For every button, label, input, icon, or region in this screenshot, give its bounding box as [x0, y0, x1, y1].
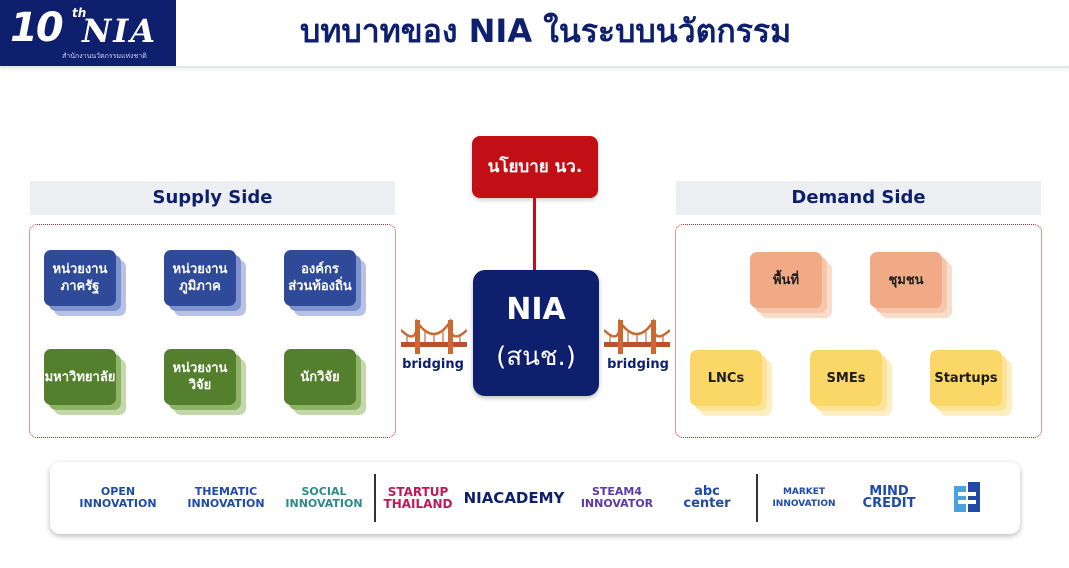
- policy-box: นโยบาย นว.: [472, 136, 598, 198]
- logo-subtitle: สำนักงานนวัตกรรมแห่งชาติ: [62, 52, 147, 60]
- supply-item-regional: หน่วยงาน ภูมิภาค: [164, 250, 246, 316]
- supply-side-title: Supply Side: [30, 181, 395, 215]
- bridge-right-icon: [604, 317, 670, 354]
- bridge-right-label: bridging: [607, 357, 669, 372]
- open-innovation-logo: OPEN INNOVATION: [79, 485, 157, 510]
- nia-name: NIA: [506, 292, 566, 327]
- abc-center-logo: abc center: [683, 484, 731, 511]
- demand-item-community: ชุมชน: [870, 252, 952, 318]
- policy-connector: [533, 198, 536, 270]
- logo-name: NIA: [82, 12, 158, 50]
- mind-credit-logo: MIND CREDIT: [862, 484, 916, 511]
- demand-side-title: Demand Side: [676, 181, 1041, 215]
- steam4-innovator-logo: STEAM4 INNOVATOR: [580, 485, 654, 510]
- nia-center-box: NIA (สนช.): [473, 270, 599, 396]
- supply-item-local-org: องค์กร ส่วนท้องถิ่น: [284, 250, 366, 316]
- demand-item-smes: SMEs: [810, 350, 892, 416]
- market-innovation-logo: MARKET INNOVATION: [772, 487, 836, 509]
- bridge-left-label: bridging: [402, 357, 464, 372]
- bridge-left-icon: [401, 317, 467, 354]
- logo-separator: [756, 474, 758, 522]
- program-logos-bar: OPEN INNOVATION THEMATIC INNOVATION SOCI…: [50, 462, 1020, 534]
- logo-superscript: th: [72, 6, 87, 20]
- startup-thailand-logo: STARTUP THAILAND: [383, 485, 453, 511]
- thematic-innovation-logo: THEMATIC INNOVATION: [187, 485, 265, 510]
- ip-building-logo: [954, 482, 980, 512]
- nia-logo: 10 th NIA สำนักงานนวัตกรรมแห่งชาติ: [0, 0, 176, 66]
- demand-item-area: พื้นที่: [750, 252, 832, 318]
- supply-side-frame: [29, 224, 396, 438]
- page-title: บทบาทของ NIA ในระบบนวัตกรรม: [300, 12, 792, 50]
- demand-side-frame: [675, 224, 1042, 438]
- niacademy-logo: NIACADEMY: [463, 489, 565, 507]
- nia-subname: (สนช.): [496, 342, 576, 372]
- supply-item-research-agency: หน่วยงาน วิจัย: [164, 349, 246, 415]
- header-bar: 10 th NIA สำนักงานนวัตกรรมแห่งชาติ บทบาท…: [0, 0, 1069, 68]
- demand-item-lncs: LNCs: [690, 350, 772, 416]
- supply-item-university: มหาวิทยาลัย: [44, 349, 126, 415]
- logo-mark: 10: [10, 5, 64, 51]
- supply-item-researcher: นักวิจัย: [284, 349, 366, 415]
- demand-item-startups: Startups: [930, 350, 1012, 416]
- logo-separator: [374, 474, 376, 522]
- supply-item-government: หน่วยงาน ภาครัฐ: [44, 250, 126, 316]
- social-innovation-logo: SOCIAL INNOVATION: [285, 485, 363, 510]
